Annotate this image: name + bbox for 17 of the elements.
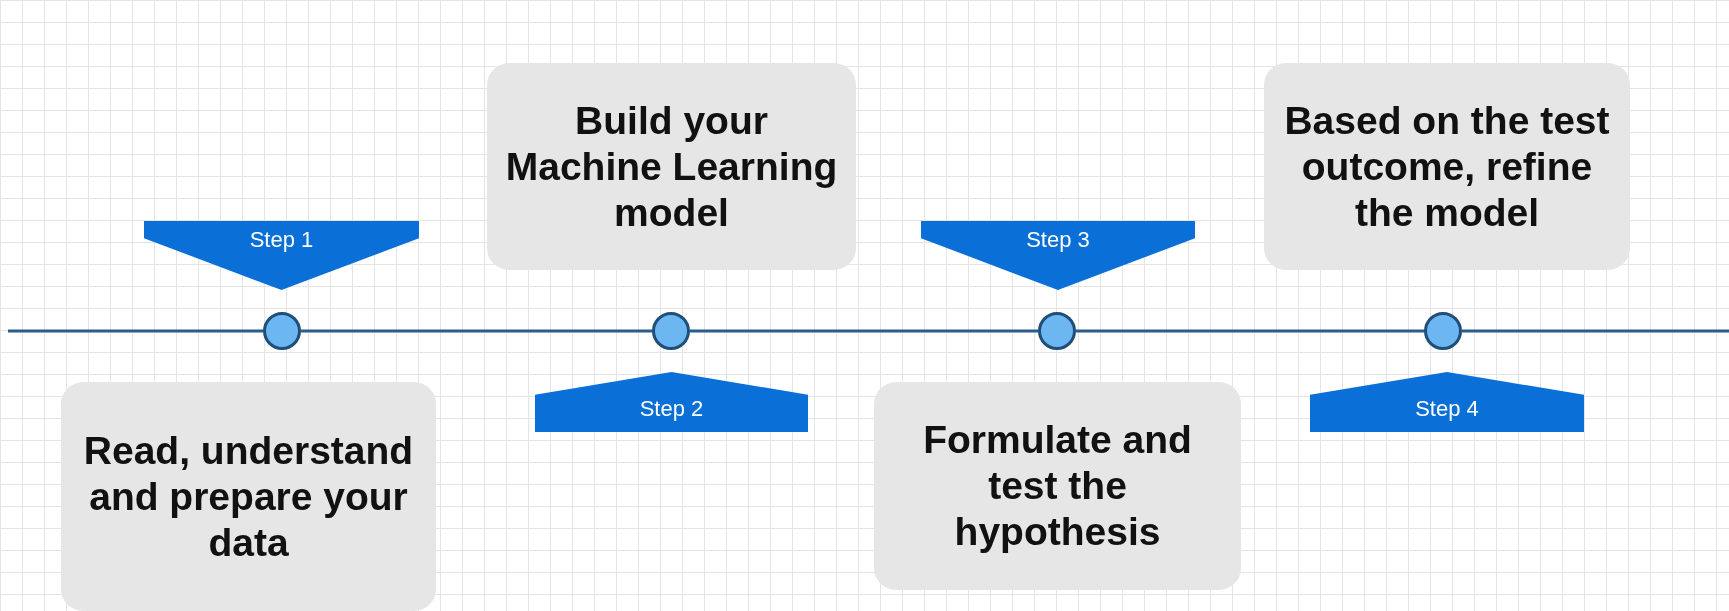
timeline-marker: [1038, 312, 1076, 350]
timeline-line: [1076, 329, 1424, 333]
step-description: Formulate and test the hypothesis: [874, 382, 1241, 590]
timeline-line: [8, 329, 263, 333]
timeline-marker: [1424, 312, 1462, 350]
timeline-line: [690, 329, 1038, 333]
step-description: Based on the test outcome, refine the model: [1264, 63, 1630, 270]
timeline-line: [1462, 329, 1729, 333]
timeline-line: [301, 329, 652, 333]
step-label: Step 2: [638, 396, 705, 422]
timeline-marker: [652, 312, 690, 350]
step-description: Build your Machine Learning model: [487, 63, 856, 270]
step-label: Step 4: [1414, 396, 1480, 422]
step-label: Step 3: [1025, 227, 1091, 253]
timeline-marker: [263, 312, 301, 350]
step-description: Read, understand and prepare your data: [61, 382, 436, 611]
step-label: Step 1: [248, 227, 315, 253]
